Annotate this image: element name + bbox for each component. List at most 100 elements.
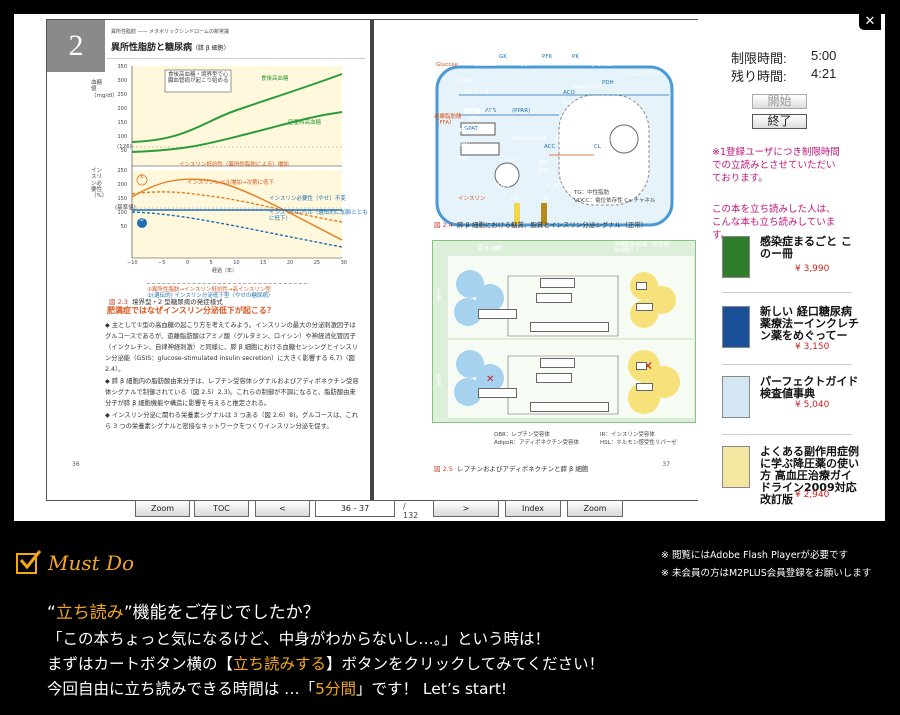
fig5-legend-b: AdipoR：アディポネクチン受容体 (494, 440, 579, 446)
book-title[interactable]: よくある副作用症例に学ぶ降圧薬の使い方 高血圧治療ガイドライン2009対応 改訂… (760, 445, 859, 506)
fig4-ca: Ca²⁺ (507, 157, 520, 163)
fig5-hsl-normal: HSL (636, 303, 653, 312)
fig4-atp: ATP (538, 160, 549, 166)
paragraph: ◆ 主として①型の高血糖の起こり方を考えてみよう。インスリンの最大の分泌刺激因子… (105, 322, 358, 374)
book-title[interactable]: 感染症まるごと このー冊 (760, 235, 852, 260)
index-button[interactable]: Index (505, 500, 561, 517)
fig5-title-left: 膵 β 細胞 (478, 246, 502, 252)
fig4-pyruvate: Pyruvate (588, 62, 613, 68)
fig5-legend-c: IR：インスリン受容体 (600, 432, 655, 438)
fig4-acc: ACC (544, 144, 556, 150)
left-page: 2 異所性脂肪 —— メタボリックシンドロームの新常識 異所性脂肪と糖尿病（膵 … (47, 20, 371, 500)
book-price: ¥ 5,040 (795, 400, 830, 410)
fig4-glucose: Glucose (436, 62, 458, 68)
end-button[interactable]: 終了 (752, 114, 807, 129)
fig4-acetyl-coa: Acetyl-CoA (572, 84, 602, 90)
book-cover[interactable] (722, 446, 750, 488)
ylabel-top: 血糖値（mg/dl） (91, 80, 118, 99)
fig4-insulin: インスリン (458, 196, 486, 202)
flash-note: ※ 閲覧にはAdobe Flash Playerが必要です (661, 550, 849, 561)
fig-note: 食後高血糖・境界型で心臓血管病が起こり始める (168, 72, 229, 85)
headline: “立ち読み”機能をご存じでしたか？ (47, 603, 320, 623)
fig4-acyl-coa: Acyl-CoA (562, 100, 587, 106)
svg-text:✕: ✕ (643, 359, 653, 373)
promo-line-3: 今回自由に立ち読みできる時間は …「5分間」です！ Let’s start! (47, 680, 508, 698)
time-limit: 制限時間: 5:00 (731, 48, 837, 66)
book-price: ¥ 3,990 (795, 264, 830, 274)
fig5-leptin-normal: レプチン / アディポネクチン (530, 322, 609, 333)
book-spine (370, 20, 374, 500)
book-cover[interactable] (722, 236, 750, 278)
fig4-adp: ADP (538, 168, 550, 174)
fig4-cl: CL (594, 144, 601, 150)
book-price: ¥ 3,150 (795, 342, 830, 352)
next-page-button[interactable]: > (433, 500, 499, 517)
fig5-ir-normal: IR (636, 282, 648, 291)
divider (722, 364, 852, 365)
start-button[interactable]: 開始 (752, 94, 807, 109)
chapter-rule (107, 58, 365, 59)
book-cover[interactable] (722, 306, 750, 348)
fig4-beta-ox: β-oxidation (579, 119, 610, 125)
y-126: (126) (117, 144, 132, 150)
label-glucose-after: 食後高血糖 (261, 76, 289, 82)
fig4-ca2: Ca²⁺ (510, 196, 523, 202)
fig4-gk: GK (499, 54, 507, 60)
fig4-krebs: Krebs cycle (618, 98, 634, 111)
page-number-field[interactable]: 36 - 37 (315, 500, 395, 517)
fig4-glucose2: Glucose (474, 62, 496, 68)
paragraph: ◆ 膵 β 細胞内の脂肪酸由来分子は、レプチン受容体シグナルおよびアディポネクチ… (105, 378, 359, 408)
zoom-out-button[interactable]: Zoom (135, 500, 190, 517)
label-insulin-demand: インスリン必要性（やせ）不変 (269, 196, 346, 202)
trial-sidebar: 制限時間: 5:00 残り時間: 4:21 開始 終了 ※1登録ユーザにつき制限… (709, 28, 869, 528)
chapter-subtitle: 異所性脂肪 —— メタボリックシンドロームの新常識 (111, 29, 230, 35)
member-note: ※ 未会員の方はM2PLUS会員登録をお願いします (661, 568, 872, 579)
book-title[interactable]: パーフェクトガイド検査値事典 (760, 375, 859, 400)
check-icon (16, 550, 42, 574)
fig5-obr-obese: OBR-AdipoR (478, 388, 517, 399)
page-number-left: 36 (72, 461, 80, 468)
fig4-citrate: Citrate (607, 136, 626, 142)
related-book[interactable]: 新しい 経口糖尿病薬療法ーインクレチン薬をめぐってー ¥ 3,150 (722, 306, 859, 372)
fig4-k: K⁺ (544, 196, 551, 202)
fig4-pa: PA (460, 128, 467, 134)
fig5-row-normal: 正常 (436, 290, 442, 303)
prev-page-button[interactable]: < (255, 500, 310, 517)
time-limit-notice: ※1登録ユーザにつき制限時間での立読みとさせていただいております。 (712, 147, 840, 184)
fig5-ir-obese: IR (636, 362, 648, 371)
book-cover[interactable] (722, 376, 750, 418)
fig4-cell-membrane: 細胞膜 (602, 170, 619, 176)
fig-2-4-diagram (435, 65, 674, 227)
related-book[interactable]: よくある副作用症例に学ぶ降圧薬の使い方 高血圧治療ガイドライン2009対応 改訂… (722, 446, 859, 512)
book-price: ¥ 2,940 (795, 490, 830, 500)
fig5-insulin-obese: インスリン (540, 358, 576, 369)
close-icon[interactable]: ✕ (859, 14, 881, 30)
y-ticks-top: 350 300 250 200 150 100 50 (117, 64, 127, 154)
toc-button[interactable]: TOC (194, 500, 249, 517)
fig4-ppar: (PPAR) (512, 108, 531, 114)
fig4-ffa2: FFA (470, 116, 480, 122)
fig4-fat-ester: 脂肪酸 CoA (464, 109, 495, 115)
zoom-in-button[interactable]: Zoom (567, 500, 623, 517)
fig5-legend-a: OBR：レプチン受容体 (494, 432, 550, 438)
fig5-title-right: 内臓脂肪組織（肥満脂肪細胞？） (614, 242, 670, 255)
label-insulin-level2: インスリンレベル（遺伝的に加齢とともに低下） (269, 210, 368, 223)
y-ticks-bottom: 250 200 150 100 50 (117, 168, 127, 230)
related-book[interactable]: 感染症まるごと このー冊 ¥ 3,990 (722, 236, 852, 302)
fig4-g6p: G6P (520, 62, 532, 68)
label-glucose-fasting: 空腹時高血糖 (288, 120, 322, 126)
fig-2-3-chart (131, 66, 343, 259)
y-base: (基準値) (115, 205, 136, 211)
fig4-pdh: PDH (602, 80, 614, 86)
page-total: / 132 (403, 502, 419, 520)
fig-2-4-caption: 図 2.4 膵 β 細胞における糖質、脂質とインスリン分泌シグナル（正常） (434, 221, 648, 229)
fig5-obr-normal: OBR-AdipoR (478, 309, 517, 320)
book-title[interactable]: 新しい 経口糖尿病薬療法ーインクレチン薬をめぐってー (760, 305, 859, 342)
fig5-row-obese: 肥満 (436, 375, 442, 388)
reader-viewer: 2 異所性脂肪 —— メタボリックシンドロームの新常識 異所性脂肪と糖尿病（膵 … (14, 14, 885, 521)
page-number-right: 37 (662, 461, 670, 468)
x-ticks: −10 −5 0 5 10 15 20 25 30 (127, 260, 347, 266)
related-book[interactable]: パーフェクトガイド検査値事典 ¥ 5,040 (722, 376, 858, 442)
marker-1: ① (139, 174, 144, 180)
must-do-title: Must Do (48, 551, 135, 575)
